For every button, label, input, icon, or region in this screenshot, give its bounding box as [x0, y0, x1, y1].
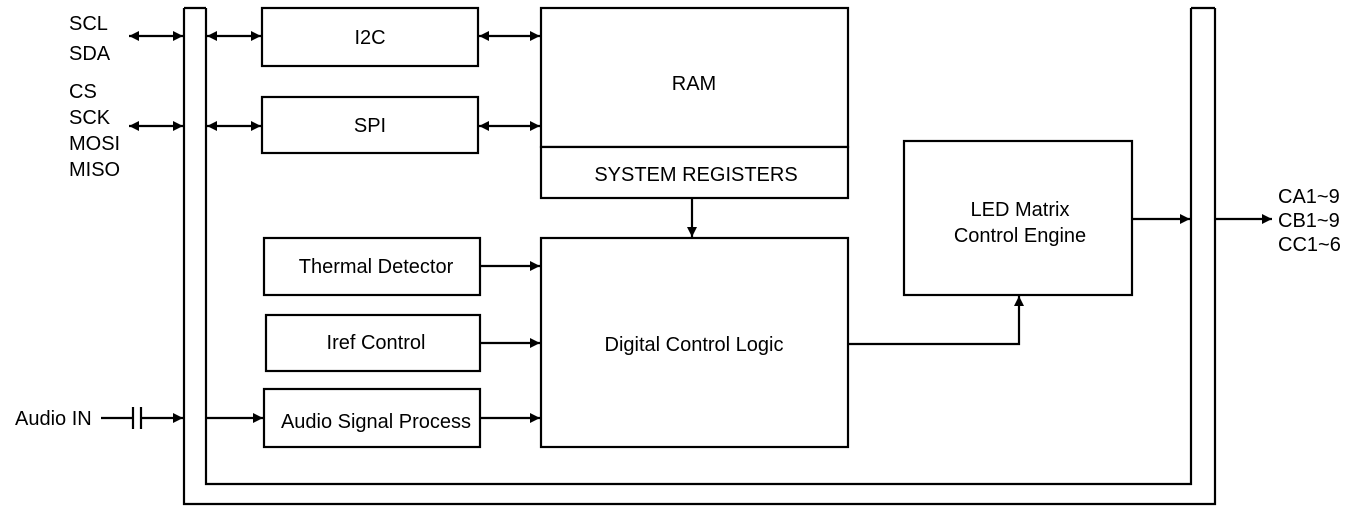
bus-frame-inner	[204, 8, 1193, 486]
pin-cc: CC1~6	[1278, 234, 1341, 256]
ram-block	[539, 6, 850, 149]
spi-label: SPI	[354, 115, 386, 137]
pin-scl: SCL	[69, 13, 108, 35]
led-engine-label-line1: LED Matrix	[971, 199, 1070, 221]
system-registers-label: SYSTEM REGISTERS	[594, 164, 797, 186]
led-engine-block	[902, 139, 1134, 297]
audio-signal-process-block	[262, 387, 482, 449]
digital-control-logic-block	[539, 236, 850, 449]
i2c-label: I2C	[354, 27, 385, 49]
audio-signal-process-label: Audio Signal Process	[281, 411, 471, 433]
iref-control-block	[264, 313, 482, 373]
pin-audio-in: Audio IN	[15, 408, 92, 430]
bus-frame-outer	[182, 8, 1217, 506]
system-registers-block	[539, 145, 850, 200]
ram-label: RAM	[672, 73, 716, 95]
pin-cb: CB1~9	[1278, 210, 1340, 232]
pin-miso: MISO	[69, 159, 120, 181]
pin-cs: CS	[69, 81, 97, 103]
pin-sda: SDA	[69, 43, 111, 65]
arrow-logic-led-engine	[849, 296, 1024, 346]
pin-ca: CA1~9	[1278, 186, 1340, 208]
iref-control-label: Iref Control	[327, 332, 426, 354]
digital-control-logic-label: Digital Control Logic	[605, 334, 784, 356]
led-engine-label-line2: Control Engine	[954, 225, 1086, 247]
thermal-detector-label: Thermal Detector	[299, 256, 454, 278]
pin-mosi: MOSI	[69, 133, 120, 155]
pin-sck: SCK	[69, 107, 111, 129]
thermal-detector-block	[262, 236, 482, 297]
i2c-block	[260, 6, 480, 68]
spi-block	[260, 95, 480, 155]
